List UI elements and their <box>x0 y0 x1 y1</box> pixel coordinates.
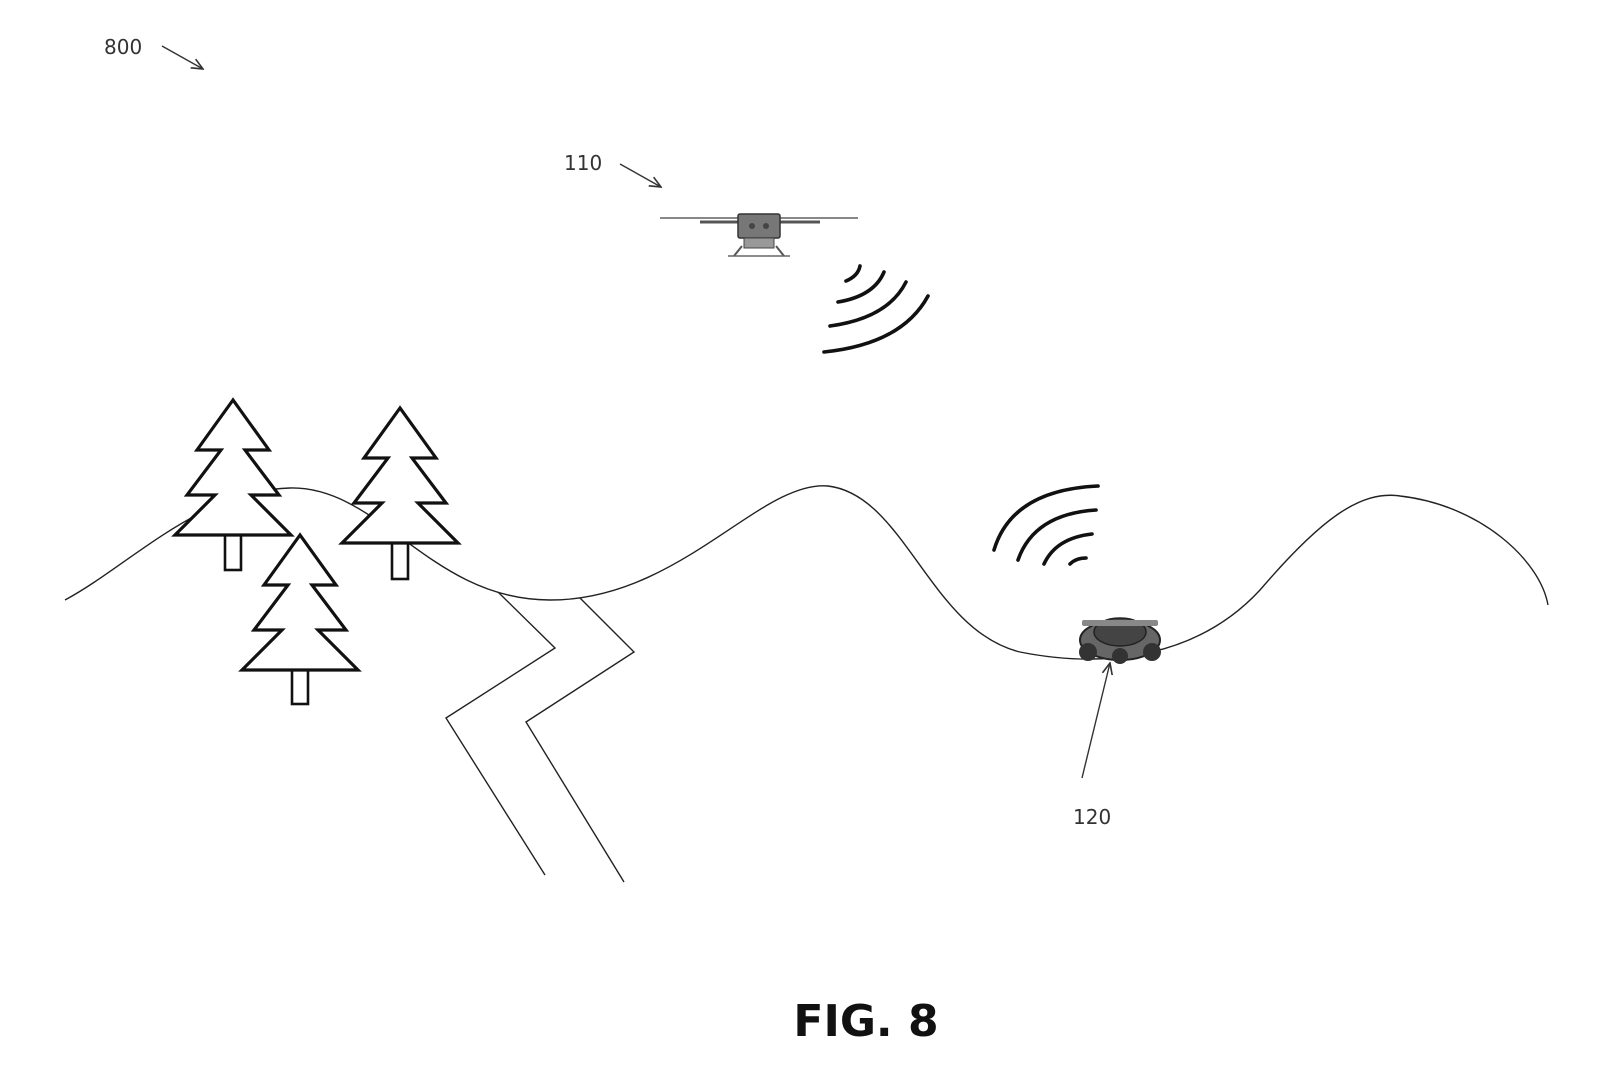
ref-800-label: 800 <box>104 35 142 59</box>
river-left-bank <box>445 591 557 876</box>
ref-800-arrow <box>161 45 203 69</box>
ref-120-label: 120 <box>1073 805 1111 829</box>
ref-110-label: 110 <box>564 151 602 175</box>
terrain-line <box>64 485 1549 660</box>
pine-tree-icon <box>173 398 293 572</box>
vehicle-signal-icon <box>992 484 1100 566</box>
pine-tree-icon <box>340 406 460 581</box>
figure-caption: FIG. 8 <box>793 996 938 1047</box>
ref-120-arrow <box>1081 663 1110 779</box>
pine-tree-icon <box>240 533 360 706</box>
ground-vehicle-icon <box>1079 617 1161 664</box>
river-right-bank <box>525 597 636 883</box>
drone-icon <box>660 213 858 257</box>
ref-110-arrow <box>619 163 661 187</box>
drone-signal-icon <box>822 264 930 354</box>
